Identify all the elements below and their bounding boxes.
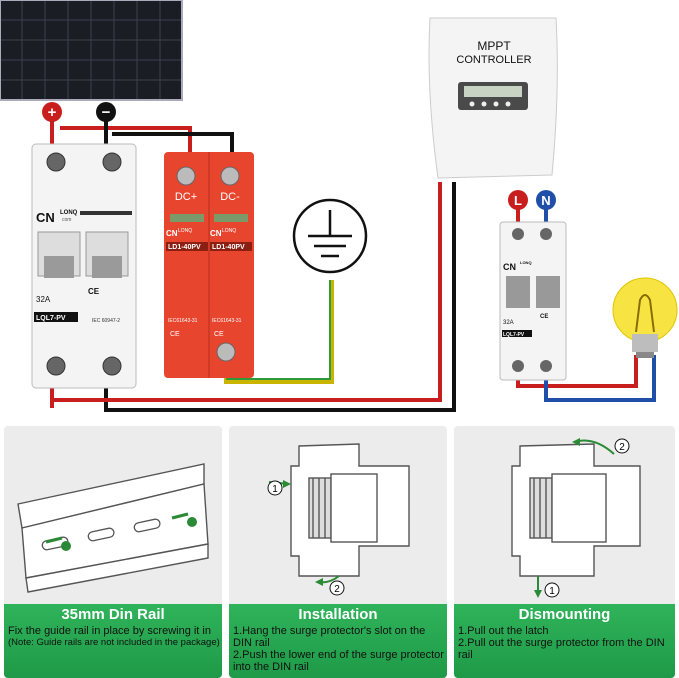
- installation-illustration: 1 2: [267, 443, 410, 596]
- step-badge-icon: 1 2: [267, 480, 345, 596]
- svg-text:LQL7-PV: LQL7-PV: [36, 315, 66, 322]
- svg-text:IEC 60947-2: IEC 60947-2: [92, 318, 120, 324]
- dismounting-panel: 2 1 Dismounting 1.Pull out the latch 2.P…: [454, 426, 675, 678]
- svg-text:−: −: [102, 104, 111, 121]
- svg-text:LONQ: LONQ: [520, 260, 532, 265]
- svg-text:LONQ: LONQ: [222, 228, 236, 234]
- panel-title: Dismounting: [518, 606, 611, 623]
- svg-text:CE: CE: [540, 314, 548, 320]
- panel-caption-band: [4, 604, 222, 678]
- pv-circuit-breaker-right: CN LONQ 32A CE LQL7-PV: [499, 221, 567, 381]
- panel-caption-band: [454, 604, 675, 678]
- installation-panel: 1 2 Installation 1.Hang the surge protec…: [229, 426, 447, 678]
- svg-text:CE: CE: [214, 331, 224, 338]
- svg-text:+: +: [48, 104, 57, 121]
- screw-icon: [45, 512, 197, 551]
- arrow-icon: [534, 438, 615, 598]
- svg-text:com: com: [62, 217, 71, 223]
- svg-text:LONQ: LONQ: [60, 210, 78, 216]
- panel-text: Fix the guide rail in place by screwing …: [8, 625, 211, 637]
- panel-step-2: 2.Pull out the surge protector from the …: [458, 637, 665, 661]
- svg-text:1: 1: [272, 484, 278, 495]
- svg-text:DC+: DC+: [175, 191, 197, 203]
- step-badge-icon: 2 1: [544, 438, 630, 598]
- svg-text:CN: CN: [166, 229, 178, 238]
- panel-title: Installation: [298, 606, 378, 623]
- panel-step-1: 1.Hang the surge protector's slot on the…: [233, 625, 426, 649]
- surge-protector: DC+ DC- CN CN LONQ LONQ LD1-40PV LD1-40P…: [164, 152, 254, 378]
- positive-terminal-icon: +: [42, 102, 62, 122]
- arrow-icon: [268, 480, 340, 586]
- svg-text:LQL7-PV: LQL7-PV: [503, 332, 525, 338]
- panel-description: 1.Pull out the latch 2.Pull out the surg…: [458, 625, 672, 661]
- panel-description: Fix the guide rail in place by screwing …: [8, 625, 222, 648]
- line-l-terminal-icon: L: [508, 190, 528, 210]
- svg-text:2: 2: [334, 584, 340, 595]
- panel-title: 35mm Din Rail: [61, 606, 165, 623]
- svg-text:2: 2: [619, 442, 625, 453]
- wiring-diagram: + − CN LONQ com 32A CE LQL7-PV IEC 60947…: [0, 0, 678, 412]
- svg-text:IEC61643-31: IEC61643-31: [212, 318, 242, 324]
- svg-text:32A: 32A: [36, 295, 51, 304]
- svg-text:CN: CN: [210, 229, 222, 238]
- svg-text:1: 1: [549, 586, 555, 597]
- mppt-controller: MPPT CONTROLLER: [428, 17, 558, 179]
- panel-description: 1.Hang the surge protector's slot on the…: [233, 625, 447, 673]
- light-bulb-icon: [612, 277, 678, 358]
- panel-step-2: 2.Push the lower end of the surge protec…: [233, 649, 444, 673]
- din-rail-illustration: [17, 463, 209, 593]
- negative-terminal-icon: −: [96, 102, 116, 122]
- svg-text:CE: CE: [170, 331, 180, 338]
- panel-caption-band: [229, 604, 447, 678]
- svg-text:L: L: [514, 193, 522, 208]
- svg-text:LD1-40PV: LD1-40PV: [168, 244, 201, 251]
- svg-text:N: N: [541, 193, 550, 208]
- svg-text:LD1-40PV: LD1-40PV: [212, 244, 245, 251]
- svg-text:IEC61643-31: IEC61643-31: [168, 318, 198, 324]
- ground-icon: [292, 198, 368, 274]
- svg-text:MPPT: MPPT: [477, 39, 511, 53]
- solar-panel: [0, 0, 183, 101]
- svg-text:CE: CE: [88, 287, 100, 296]
- panel-step-1: 1.Pull out the latch: [458, 625, 549, 637]
- svg-text:LONQ: LONQ: [178, 228, 192, 234]
- svg-text:DC-: DC-: [220, 191, 240, 203]
- dismounting-illustration: 2 1: [511, 438, 641, 598]
- panel-note: (Note: Guide rails are not included in t…: [8, 637, 220, 648]
- svg-text:CONTROLLER: CONTROLLER: [456, 54, 531, 66]
- din-rail-panel: 35mm Din Rail Fix the guide rail in plac…: [4, 426, 222, 678]
- pv-circuit-breaker-left: CN LONQ com 32A CE LQL7-PV IEC 60947-2: [31, 143, 137, 389]
- line-n-terminal-icon: N: [536, 190, 556, 210]
- svg-text:32A: 32A: [503, 320, 514, 326]
- svg-text:CN: CN: [36, 210, 55, 225]
- svg-text:CN: CN: [503, 262, 516, 272]
